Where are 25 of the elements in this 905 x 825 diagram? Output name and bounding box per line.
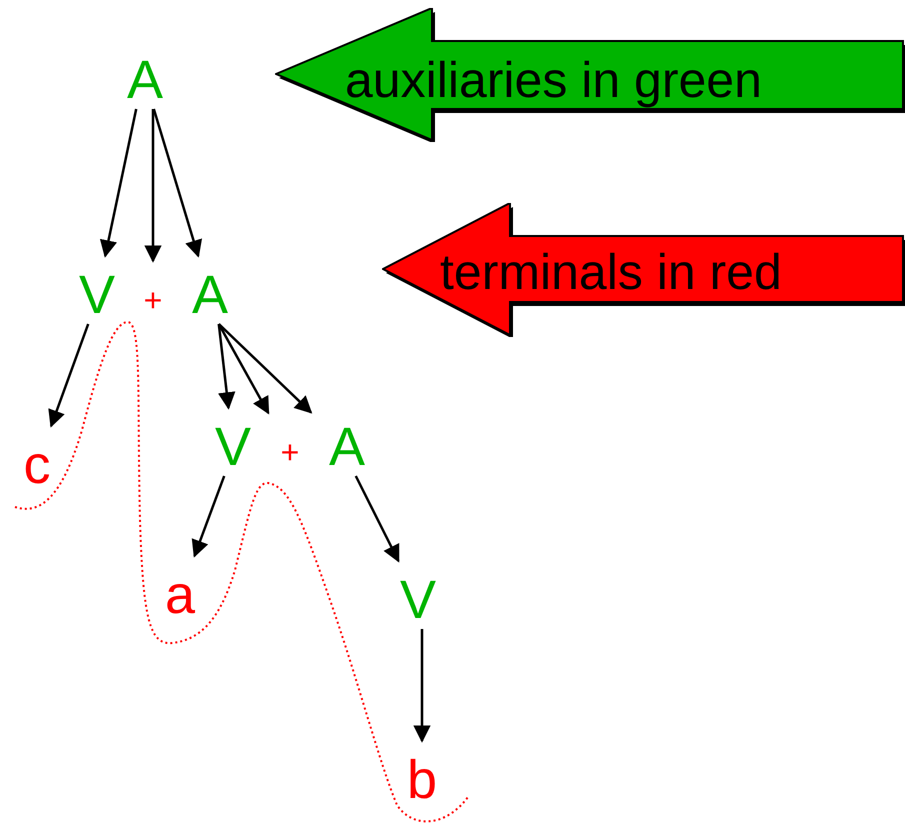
arrow: [152, 108, 202, 258]
symbol-text: V: [214, 420, 252, 474]
symbol-text: +: [280, 436, 300, 468]
arrow: [48, 324, 90, 428]
arrow-banner: [382, 203, 905, 337]
arrow: [100, 108, 138, 258]
arrow: [413, 629, 431, 743]
arrow: [144, 109, 162, 263]
arrow: [354, 475, 400, 563]
arrow: [218, 324, 236, 410]
arrow: [218, 323, 270, 415]
symbol-text: A: [192, 268, 228, 322]
symbol-text: a: [164, 568, 196, 622]
arrow-banner: [275, 8, 905, 142]
banner-text: auxiliaries in green: [345, 55, 762, 105]
symbol-text: V: [78, 268, 116, 322]
symbol-text: b: [406, 753, 438, 807]
symbol-text: A: [126, 53, 164, 107]
banner-text: terminals in red: [440, 247, 782, 297]
symbol-text: +: [144, 284, 162, 316]
arrow: [218, 323, 312, 414]
symbol-text: V: [400, 573, 436, 627]
symbol-text: A: [328, 420, 366, 474]
symbol-text: c: [24, 438, 50, 492]
arrow: [192, 476, 226, 558]
